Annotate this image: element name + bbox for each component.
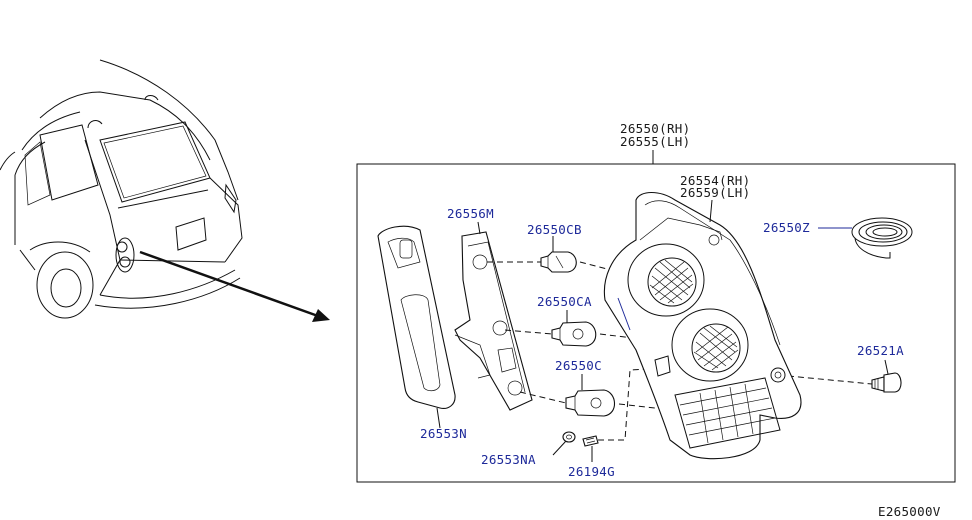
diagram-code: E265000V [878, 504, 941, 519]
socket-plate-label[interactable]: 26556M [447, 206, 494, 221]
lamp-housing-part [603, 191, 802, 460]
car-rear-illustration [0, 59, 243, 319]
housing-label-rh[interactable]: 26554(RH) [680, 173, 750, 188]
clip-label[interactable]: 26194G [568, 464, 615, 479]
bulb-c-label[interactable]: 26550C [555, 358, 602, 373]
pointer-arrow [139, 250, 330, 322]
bulb-ca-part [551, 310, 597, 347]
seal-label[interactable]: 26550Z [763, 220, 810, 235]
bulb-ca-label[interactable]: 26550CA [537, 294, 592, 309]
reflector-label[interactable]: 26553N [420, 426, 467, 441]
bulb-c-part [565, 374, 616, 417]
washer-part [552, 431, 576, 456]
washer-label[interactable]: 26553NA [481, 452, 536, 467]
bulb-cb-part [540, 236, 577, 273]
housing-label-lh[interactable]: 26559(LH) [680, 185, 750, 200]
assembly-label-lh[interactable]: 26555(LH) [620, 134, 690, 149]
screw-part [871, 359, 902, 393]
assembly-frame [356, 163, 956, 483]
screw-label[interactable]: 26521A [857, 343, 904, 358]
socket-plate-part [454, 221, 533, 411]
reflector-part [377, 225, 456, 429]
seal-part [818, 217, 913, 259]
bulb-cb-label[interactable]: 26550CB [527, 222, 582, 237]
assembly-label-rh[interactable]: 26550(RH) [620, 121, 690, 136]
clip-part [582, 435, 599, 462]
